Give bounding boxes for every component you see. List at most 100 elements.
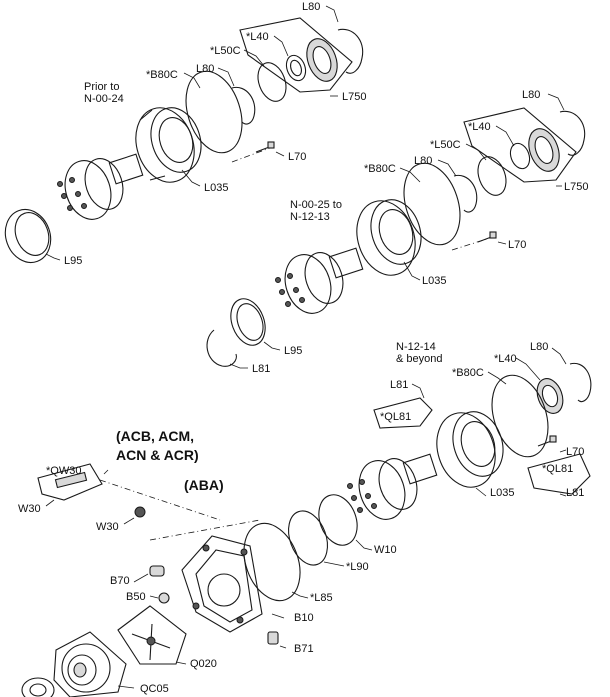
label-w10: W10 xyxy=(374,544,397,556)
b71-fitting xyxy=(267,631,279,645)
b80c-gasket xyxy=(185,70,243,154)
l90-gasket xyxy=(288,510,328,566)
b50-fitting xyxy=(158,592,170,604)
l750-kit-outline xyxy=(239,17,353,93)
header-group3: (ABA) xyxy=(184,477,224,493)
label-a-l750: L750 xyxy=(342,91,366,103)
l80-mid-ring xyxy=(231,86,256,125)
labels: (ACB, ACM, ACN & ACR) (ABA) Prior to N-0… xyxy=(18,1,588,695)
b-l80-mid-ring xyxy=(453,174,478,213)
c-b80c-gasket xyxy=(491,374,549,458)
l80-top-ring xyxy=(337,28,364,74)
b-bearing-inner xyxy=(534,136,554,164)
q020-coupler xyxy=(131,623,171,661)
l035-housing-b xyxy=(356,199,422,276)
l95-ring-b xyxy=(230,298,266,346)
label-a-l40: *L40 xyxy=(246,31,269,43)
label-b-l035: L035 xyxy=(422,275,446,287)
b-l40-seal xyxy=(509,142,531,170)
motor-c xyxy=(347,453,438,520)
label-b50: B50 xyxy=(126,591,146,603)
range-2-line1: N-00-25 to xyxy=(290,199,342,211)
l85-gasket xyxy=(243,522,301,602)
label-b-l40: *L40 xyxy=(468,121,491,133)
label-c-l035: L035 xyxy=(490,487,514,499)
label-b-b80c: *B80C xyxy=(364,163,396,175)
range-3-line1: N-12-14 xyxy=(396,341,436,353)
label-a-l50c: *L50C xyxy=(210,45,241,57)
assembly-n-00-25-to-n-12-13 xyxy=(206,93,586,369)
label-c-l80: L80 xyxy=(530,341,548,353)
bracket-group xyxy=(21,463,287,697)
label-b-l70: L70 xyxy=(508,239,526,251)
b10-bracket xyxy=(181,535,263,633)
l70-bolt-b xyxy=(477,231,497,243)
w10-o-ring xyxy=(318,494,358,546)
label-b10: B10 xyxy=(294,612,314,624)
qw30-kit-outline xyxy=(37,463,103,501)
b-l750-kit-outline xyxy=(463,107,577,183)
b70-fitting xyxy=(149,565,165,577)
label-b-l80: L80 xyxy=(414,155,432,167)
label-qc05: QC05 xyxy=(140,683,169,695)
qw30-fitting xyxy=(54,471,88,489)
a-axis-line xyxy=(231,147,271,163)
b-l80-top-ring xyxy=(559,110,586,156)
label-a-l035: L035 xyxy=(204,182,228,194)
label-c-l81: L81 xyxy=(390,379,408,391)
label-c-l81-right: L81 xyxy=(566,487,584,499)
label-a-l80-top: L80 xyxy=(302,1,320,13)
l50c-gasket xyxy=(257,62,287,102)
label-b70: B70 xyxy=(110,575,130,587)
label-b71: B71 xyxy=(294,643,314,655)
c-ql81-kit-outline xyxy=(373,397,433,429)
label-w30b: W30 xyxy=(96,521,119,533)
qc05-hub xyxy=(53,631,127,697)
motor-a xyxy=(57,153,144,220)
label-l90: *L90 xyxy=(346,561,369,573)
label-a-b80c: *B80C xyxy=(146,69,178,81)
b-l50c-gasket xyxy=(477,156,507,196)
header-group1: (ACB, ACM, xyxy=(116,428,194,444)
assembly-n-12-14-and-beyond xyxy=(243,347,592,602)
label-b-l80-top: L80 xyxy=(522,89,540,101)
l70-bolt-c xyxy=(537,435,557,447)
label-b-l50c: *L50C xyxy=(430,139,461,151)
c-bearing-inner xyxy=(541,384,559,408)
label-q020: Q020 xyxy=(190,658,217,670)
l035-housing-a xyxy=(135,107,202,183)
label-c-ql81: *QL81 xyxy=(380,411,411,423)
label-qw30: *QW30 xyxy=(46,465,81,477)
w30-fitting xyxy=(134,506,146,518)
bracket-guide-2 xyxy=(149,519,261,541)
c-l80-ring xyxy=(569,362,592,403)
range-2-line2: N-12-13 xyxy=(290,211,330,223)
label-a-l80: L80 xyxy=(196,63,214,75)
label-a-l70: L70 xyxy=(288,151,306,163)
label-b-l95: L95 xyxy=(284,345,302,357)
l40-seal-inner xyxy=(290,59,302,77)
label-c-l40: *L40 xyxy=(494,353,517,365)
label-a-l95: L95 xyxy=(64,255,82,267)
l70-bolt-a xyxy=(255,141,275,153)
motor-b xyxy=(275,247,364,314)
q020-kit-outline xyxy=(117,605,187,665)
label-c-b80c: *B80C xyxy=(452,367,484,379)
bracket-guide-1 xyxy=(99,479,221,521)
b-b80c-gasket xyxy=(403,162,461,246)
l81-snap-ring-b xyxy=(206,329,237,367)
l40-seal xyxy=(285,54,307,82)
output-shaft-partial xyxy=(21,677,55,697)
a-bearing-inner xyxy=(312,46,332,74)
header-group2: ACN & ACR) xyxy=(116,447,199,463)
l035-housing-c xyxy=(436,411,504,488)
label-w30: W30 xyxy=(18,503,41,515)
assembly-prior-to-n-00-24 xyxy=(4,5,364,264)
label-b-l750: L750 xyxy=(564,181,588,193)
label-c-l70: L70 xyxy=(566,446,584,458)
label-l85: *L85 xyxy=(310,592,333,604)
range-1-line2: N-00-24 xyxy=(84,93,124,105)
l95-ring-a xyxy=(4,208,52,264)
label-b-l81: L81 xyxy=(252,363,270,375)
